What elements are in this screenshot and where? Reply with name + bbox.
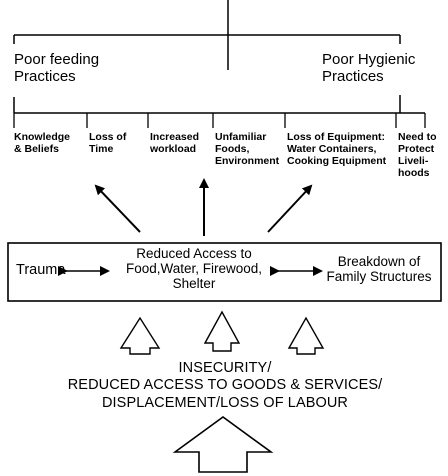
- factor-line: Need to: [398, 131, 437, 143]
- factor-increased-workload: Increased workload: [150, 131, 199, 155]
- insecurity-line-3: DISPLACEMENT/LOSS OF LABOUR: [101, 394, 349, 411]
- reduced-access-line-3: Shelter: [172, 276, 216, 292]
- poor-feeding-line-2: Practices: [14, 67, 76, 85]
- factor-loss-of-time: Loss of Time: [89, 131, 126, 155]
- reduced-access-label: Reduced Access to Food,Water, Firewood, …: [114, 246, 274, 291]
- breakdown-line-2: Family Structures: [326, 269, 432, 285]
- factor-line: Unfamiliar: [215, 131, 267, 143]
- factor-unfamiliar-foods: Unfamiliar Foods, Environment: [215, 131, 279, 167]
- insecurity-text: INSECURITY/ REDUCED ACCESS TO GOODS & SE…: [40, 360, 410, 412]
- arrow-up-left: [94, 184, 141, 233]
- breakdown-family-label: Breakdown of Family Structures: [322, 254, 436, 284]
- poor-feeding-line-1: Poor feeding: [14, 51, 100, 68]
- factor-line: workload: [150, 143, 197, 156]
- factor-line: Loss of Equipment:: [287, 131, 385, 143]
- factor-line: Loss of: [89, 131, 127, 143]
- factor-line: Increased: [150, 131, 200, 143]
- insecurity-line-2: REDUCED ACCESS TO GOODS & SERVICES/: [67, 377, 383, 394]
- poor-feeding-label: Poor feeding Practices: [14, 51, 100, 86]
- reduced-access-line-1: Reduced Access to: [136, 246, 252, 261]
- factor-line: & Beliefs: [14, 143, 59, 156]
- factor-line: Protect: [398, 143, 435, 156]
- arrow-up-right: [267, 184, 313, 233]
- factor-line: Cooking Equipment: [287, 155, 387, 168]
- hollow-arrow-left: [119, 316, 161, 355]
- hollow-arrow-center: [203, 310, 241, 352]
- reduced-access-line-2: Food,Water, Firewood,: [125, 261, 263, 277]
- factor-line: Foods,: [215, 143, 250, 156]
- factor-line: Water Containers,: [287, 143, 377, 156]
- middle-box: [7, 242, 442, 302]
- factor-line: Time: [89, 143, 114, 156]
- trauma-label: Trauma: [16, 262, 66, 278]
- factor-knowledge-beliefs: Knowledge & Beliefs: [14, 131, 70, 155]
- poor-hygienic-line-2: Practices: [322, 67, 384, 85]
- factor-line: Environment: [215, 155, 280, 168]
- factor-loss-of-equipment: Loss of Equipment: Water Containers, Coo…: [287, 131, 386, 167]
- hollow-arrow-bottom: [172, 416, 274, 473]
- hollow-arrow-right: [287, 316, 325, 355]
- breakdown-line-1: Breakdown of: [337, 254, 421, 269]
- insecurity-line-1: INSECURITY/: [178, 360, 272, 376]
- factor-line: hoods: [398, 167, 430, 180]
- poor-hygienic-line-1: Poor Hygienic: [322, 51, 416, 68]
- factor-line: Knowledge: [14, 131, 71, 143]
- factor-protect-livelihoods: Need to Protect Liveli- hoods: [398, 131, 437, 179]
- factor-line: Liveli-: [398, 155, 429, 168]
- poor-hygienic-label: Poor Hygienic Practices: [322, 51, 416, 86]
